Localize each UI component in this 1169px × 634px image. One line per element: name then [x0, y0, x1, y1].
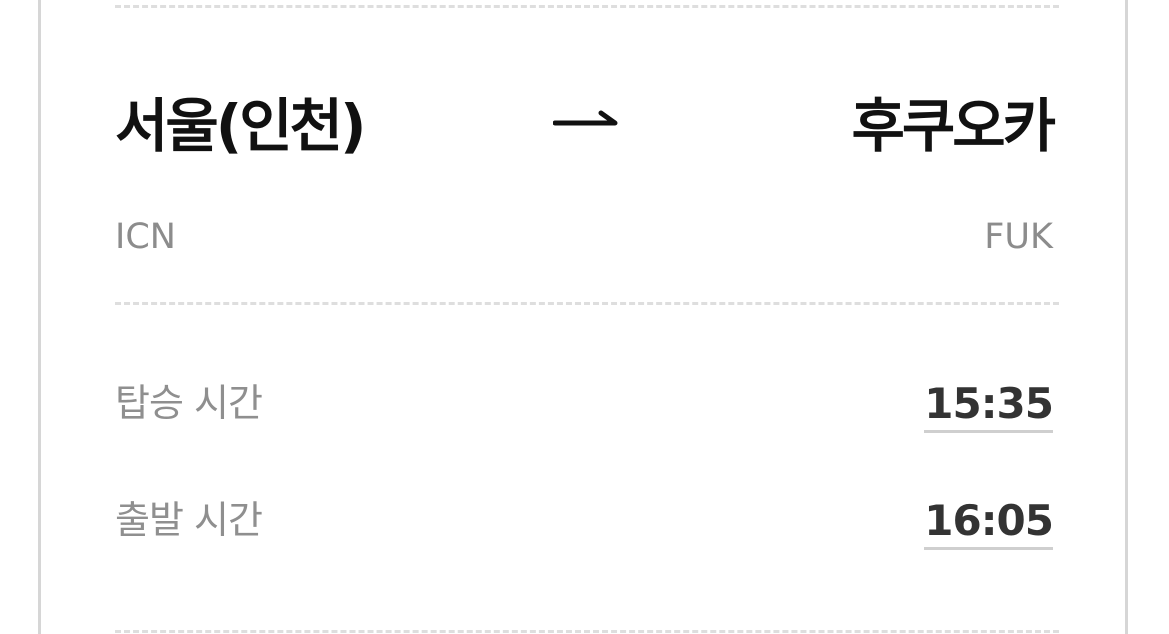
- boarding-time-label: 탑승 시간: [115, 381, 263, 425]
- divider-bottom: [115, 630, 1059, 633]
- divider-top: [115, 5, 1059, 8]
- departure-time-value: 16:05: [924, 495, 1054, 550]
- destination-airport-code: FUK: [984, 217, 1053, 257]
- origin-city: 서울(인천): [115, 92, 366, 160]
- divider-middle: [115, 302, 1059, 305]
- origin-airport-code: ICN: [115, 217, 176, 257]
- boarding-time-value: 15:35: [924, 378, 1054, 433]
- boarding-pass-card: 서울(인천) 후쿠오카 ICN FUK 탑승 시간 15:35 출발 시간 16…: [38, 0, 1128, 634]
- destination-city: 후쿠오카: [851, 92, 1056, 160]
- departure-time-label: 출발 시간: [115, 498, 263, 542]
- arrow-right-icon: [553, 110, 618, 126]
